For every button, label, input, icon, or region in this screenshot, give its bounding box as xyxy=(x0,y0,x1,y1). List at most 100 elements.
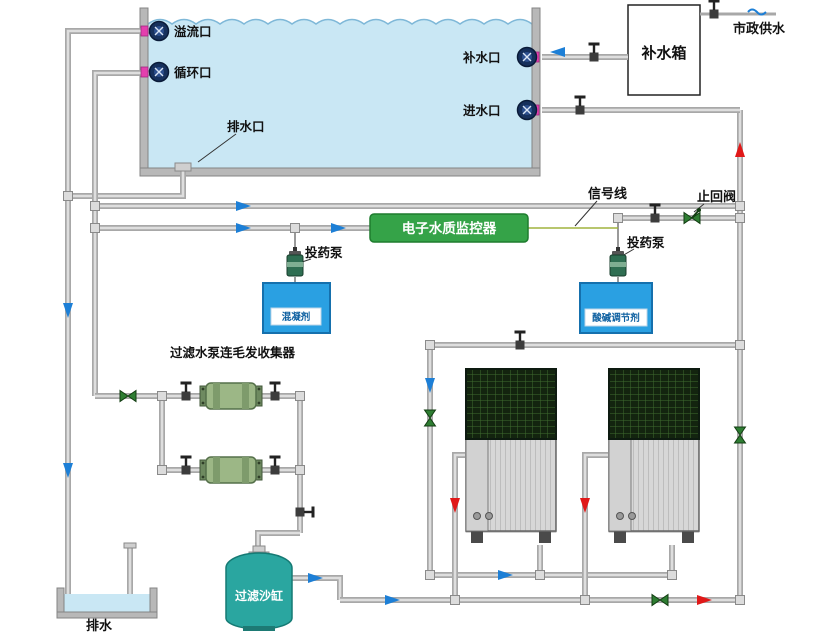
dosing-system-right: 酸碱调节剂 xyxy=(579,246,653,334)
pipe-hp2-outlet xyxy=(582,452,608,600)
pipe-fitting xyxy=(157,391,167,401)
pool-wall-bottom xyxy=(139,167,541,177)
gate-valve-bottom xyxy=(651,594,669,606)
municipal-water-icon xyxy=(747,8,767,16)
inlet-port-label: 进水口 xyxy=(463,103,501,118)
gate-valve-manifold xyxy=(119,390,137,402)
drain-port-label: 排水口 xyxy=(227,119,265,134)
pipe-network xyxy=(65,12,776,612)
stem-valve-inlet xyxy=(574,95,586,115)
gate-valve-right-riser xyxy=(734,426,746,444)
sand-filter-vessel xyxy=(225,552,293,630)
pipe-fitting xyxy=(425,570,435,580)
stem-valve-pump2-in xyxy=(180,455,192,475)
pipe-into-sand-filter xyxy=(255,530,300,546)
pipe-fitting xyxy=(535,570,545,580)
pipe-fittings xyxy=(63,162,745,605)
pipe-fitting xyxy=(63,191,73,201)
pipe-hp1-outlet xyxy=(452,452,465,600)
port-gasket xyxy=(140,66,149,78)
gate-valve-cold-drop xyxy=(424,409,436,427)
flow-arrow-blue xyxy=(385,595,400,605)
flow-arrow-red xyxy=(580,498,590,513)
makeup-water-tank-box xyxy=(627,4,701,96)
dosing-pump-right xyxy=(609,246,627,277)
sand-filter-label: 过滤沙缸 xyxy=(235,588,283,603)
makeup-port-label: 补水口 xyxy=(462,50,501,65)
pipe-fitting xyxy=(90,223,100,233)
flow-arrow-blue xyxy=(425,378,435,393)
port-gasket xyxy=(140,25,149,37)
dosing-pump-left xyxy=(286,246,304,277)
flow-arrow-blue xyxy=(331,223,346,233)
stem-valve-makeup xyxy=(588,42,600,62)
flow-arrow-blue xyxy=(63,463,73,478)
makeup-port xyxy=(516,46,538,68)
heat-pump-unit-2 xyxy=(608,368,700,544)
drain-tank-wall-bottom xyxy=(56,611,158,619)
overflow-port xyxy=(148,20,170,42)
labels: 溢流口 循环口 排水口 补水口 进水口 补水箱 市政供水 信号线 止回阀 投药泵… xyxy=(170,21,786,360)
pipe-fitting xyxy=(157,465,167,475)
pipe-fitting xyxy=(425,340,435,350)
pipe-fitting xyxy=(295,465,305,475)
signal-leader xyxy=(574,200,598,227)
pipe-fitting xyxy=(580,595,590,605)
pipe-fitting xyxy=(290,223,300,233)
ph-label-plate xyxy=(584,308,648,327)
annotation-lines xyxy=(197,133,705,264)
monitor-label: 电子水质监控器 xyxy=(402,220,497,236)
overflow-port-label: 溢流口 xyxy=(174,24,212,39)
pipe-fitting xyxy=(735,340,745,350)
flow-arrow-red xyxy=(735,142,745,157)
pool-wall-right xyxy=(531,7,541,177)
dosing-system-left: 混凝剂 xyxy=(262,246,331,334)
dosing-pump-left-label: 投药泵 xyxy=(305,245,343,260)
flow-arrow-red xyxy=(450,498,460,513)
flow-arrow-red xyxy=(697,595,712,605)
swimming-pool xyxy=(139,7,541,177)
filter-pump-2 xyxy=(199,456,263,484)
pool-ports xyxy=(140,20,540,121)
stem-valve-pump1-out xyxy=(269,381,281,401)
pipe-overflow-to-drain xyxy=(65,28,150,610)
pipe-fitting xyxy=(735,595,745,605)
water-surface-wave xyxy=(147,18,533,25)
flow-arrow-blue xyxy=(308,573,323,583)
pipe-sand-filter-out xyxy=(292,575,343,600)
pipe-fitting xyxy=(735,201,745,211)
stub-end-cap xyxy=(123,542,137,549)
pipe-fitting xyxy=(613,213,623,223)
dosing-pump-right-label: 投药泵 xyxy=(627,235,665,250)
drain-tank-water xyxy=(64,594,150,612)
pipe-fitting xyxy=(450,595,460,605)
pool-drain-fitting xyxy=(174,162,192,172)
pipe-fitting xyxy=(735,213,745,223)
pipe-fitting xyxy=(667,570,677,580)
sand-filter: 过滤沙缸 xyxy=(225,545,293,631)
circulation-port-label: 循环口 xyxy=(174,65,212,80)
water-quality-monitor: 电子水质监控器 xyxy=(369,213,529,243)
flow-arrow-blue xyxy=(498,570,513,580)
filter-pump-caption: 过滤水泵连毛发收集器 xyxy=(170,345,296,360)
flow-arrow-blue xyxy=(63,303,73,318)
makeup-tank-label: 补水箱 xyxy=(640,44,686,62)
signal-line-label: 信号线 xyxy=(588,186,627,201)
stem-valve-municipal xyxy=(708,0,720,19)
filter-pump-1 xyxy=(199,382,263,410)
stem-valve-header xyxy=(514,330,526,350)
monitor-box xyxy=(369,213,529,243)
check-valve-label: 止回阀 xyxy=(697,189,736,204)
heat-pump-unit-1 xyxy=(465,368,557,544)
pipe-fitting xyxy=(295,391,305,401)
municipal-label: 市政供水 xyxy=(733,21,786,36)
stem-valve-pump1-in xyxy=(180,381,192,401)
pipe-fitting xyxy=(90,201,100,211)
inlet-port xyxy=(516,99,538,121)
drain-port-leader xyxy=(197,133,237,163)
drain-tank-label: 排水 xyxy=(86,618,113,632)
circulation-port xyxy=(148,61,170,83)
stem-valve-pump2-out xyxy=(269,455,281,475)
